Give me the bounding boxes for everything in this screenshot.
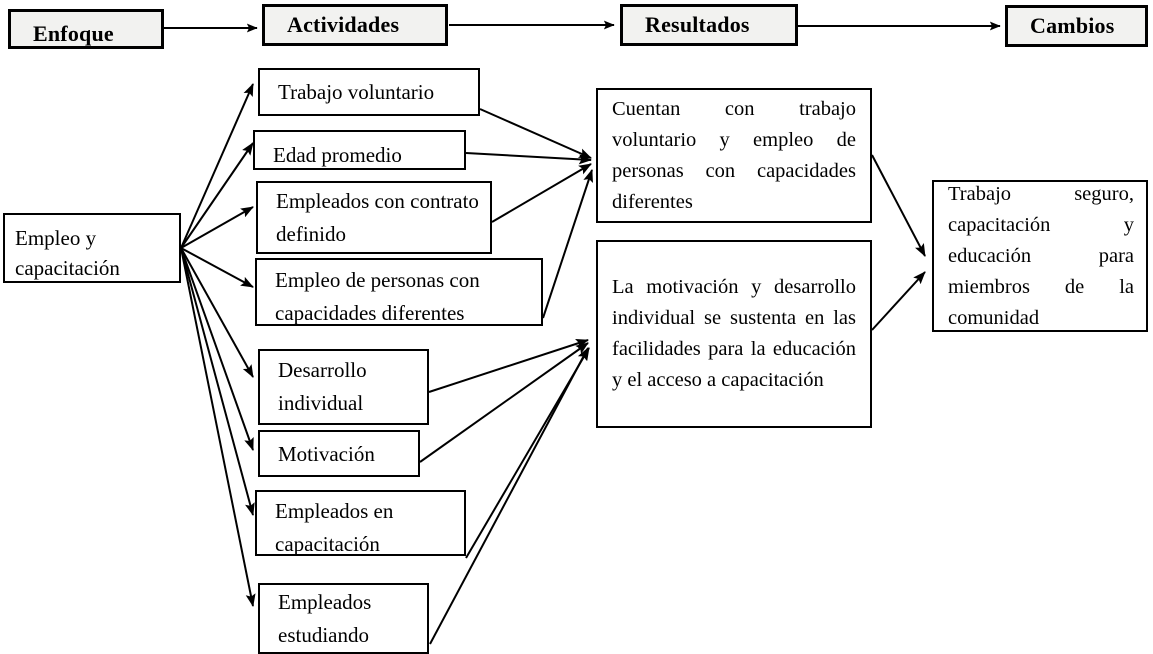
edge-focus-to-empleo-capacidades bbox=[180, 247, 254, 288]
activity-box-empleo-capacidades[interactable]: Empleo de personas con capacidades difer… bbox=[255, 258, 543, 326]
activity-label-trabajo-voluntario: Trabajo voluntario bbox=[278, 80, 435, 104]
activity-box-empleados-contrato[interactable]: Empleados con contrato definido bbox=[256, 181, 492, 254]
edge-desarrollo-individual-to-resultado-2 bbox=[428, 338, 589, 393]
change-box-trabajo-seguro[interactable]: Trabajo seguro, capacitación y educación… bbox=[932, 180, 1148, 332]
edge-focus-to-motivacion bbox=[180, 247, 254, 451]
edge-edad-promedio-to-resultado-1 bbox=[465, 152, 592, 165]
activity-label-desarrollo-individual: Desarrollo individual bbox=[278, 358, 367, 415]
result-box-motivacion-desarrollo[interactable]: La motivación y desarrollo individual se… bbox=[596, 240, 872, 428]
edge-resultado-1-to-cambio bbox=[871, 154, 926, 257]
phase-box-resultados[interactable]: Resultados bbox=[620, 4, 798, 46]
edge-empleo-capacidades-to-resultado-1 bbox=[542, 169, 593, 319]
activity-box-empleados-capacitacion[interactable]: Empleados en capacitación bbox=[255, 490, 466, 556]
edge-motivacion-to-resultado-2 bbox=[419, 342, 589, 463]
edge-resultado-2-to-cambio bbox=[871, 271, 926, 331]
phase-box-enfoque[interactable]: Enfoque bbox=[8, 9, 164, 49]
activity-box-motivacion[interactable]: Motivación bbox=[258, 430, 420, 477]
result-label-1: Cuentan con trabajo voluntario y empleo … bbox=[612, 97, 856, 213]
phase-label-actividades: Actividades bbox=[287, 12, 400, 37]
activity-box-trabajo-voluntario[interactable]: Trabajo voluntario bbox=[258, 68, 480, 116]
edge-trabajo-voluntario-to-resultado-1 bbox=[479, 108, 592, 159]
change-label-1: Trabajo seguro, capacitación y educación… bbox=[948, 182, 1134, 329]
result-label-2: La motivación y desarrollo individual se… bbox=[612, 276, 856, 391]
activity-label-empleo-capacidades: Empleo de personas con capacidades difer… bbox=[275, 268, 480, 325]
edge-focus-to-empleados-contrato bbox=[180, 206, 254, 249]
activity-label-edad-promedio: Edad promedio bbox=[273, 143, 402, 167]
edge-focus-to-desarrollo-individual bbox=[180, 247, 254, 378]
phase-box-cambios[interactable]: Cambios bbox=[1005, 5, 1148, 47]
edge-empleados-contrato-to-resultado-1 bbox=[491, 163, 592, 223]
activity-box-desarrollo-individual[interactable]: Desarrollo individual bbox=[258, 349, 429, 425]
focus-box-empleo-y-capacitacion[interactable]: Empleo y capacitación bbox=[3, 213, 181, 283]
activity-label-empleados-capacitacion: Empleados en capacitación bbox=[275, 499, 394, 556]
edge-focus-to-empleados-estudiando bbox=[180, 247, 256, 607]
phase-label-resultados: Resultados bbox=[645, 12, 750, 37]
result-box-trabajo-voluntario-empleo[interactable]: Cuentan con trabajo voluntario y empleo … bbox=[596, 88, 872, 223]
edge-focus-to-trabajo-voluntario bbox=[180, 83, 254, 249]
focus-label: Empleo y capacitación bbox=[15, 226, 120, 280]
phase-label-cambios: Cambios bbox=[1030, 13, 1115, 38]
activity-box-edad-promedio[interactable]: Edad promedio bbox=[253, 130, 466, 170]
activity-label-empleados-estudiando: Empleados estudiando bbox=[278, 589, 372, 647]
activity-box-empleados-estudiando[interactable]: Empleados estudiando bbox=[258, 583, 429, 654]
edge-focus-to-edad-promedio bbox=[180, 142, 254, 249]
activity-label-empleados-contrato: Empleados con contrato definido bbox=[276, 188, 479, 246]
phase-label-enfoque: Enfoque bbox=[33, 21, 114, 46]
edge-empleados-capacitacion-to-resultado-2 bbox=[465, 347, 590, 559]
edge-focus-to-empleados-capacitacion bbox=[180, 247, 255, 516]
activity-label-motivacion: Motivación bbox=[278, 441, 375, 466]
phase-box-actividades[interactable]: Actividades bbox=[262, 4, 448, 46]
